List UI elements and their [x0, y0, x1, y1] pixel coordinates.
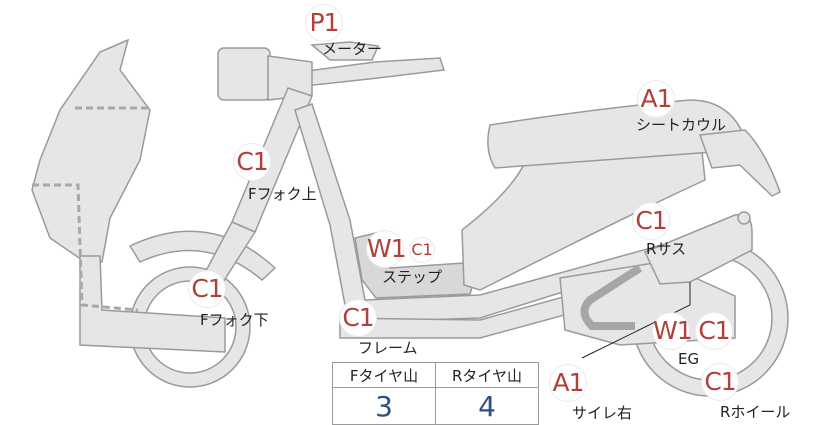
muffler-badge: A1: [550, 365, 586, 401]
r-sus-badge: C1: [633, 203, 669, 239]
front-tread-value: 3: [332, 387, 436, 425]
eg-leader-line: [581, 282, 691, 359]
rear-suspension: [643, 213, 753, 285]
headlight: [217, 47, 271, 101]
f-fork-upper-label: Fフォク上: [248, 185, 317, 203]
r-sus-label: Rサス: [646, 240, 687, 258]
front-cowl: [31, 38, 151, 265]
seat-cowl-badge: A1: [638, 81, 674, 117]
seat: [487, 99, 746, 169]
handlebar: [298, 57, 446, 87]
eg-label: EG: [678, 350, 700, 368]
meter-badge: P1: [306, 5, 342, 41]
muffler-label: サイレ右: [572, 404, 633, 422]
frame-label: フレーム: [358, 339, 418, 357]
f-fork-lower-label: Fフォク下: [200, 311, 269, 329]
step-c-badge: C1: [410, 238, 434, 262]
front-tread-header: Fタイヤ山: [332, 362, 436, 388]
seat-cowl: [698, 129, 781, 197]
f-fork-lower-badge: C1: [189, 271, 225, 307]
rear-tread-header: Rタイヤ山: [435, 362, 539, 388]
step-w-badge: W1: [367, 231, 407, 267]
rear-tread-value: 4: [435, 387, 539, 425]
f-fork-upper-badge: C1: [234, 144, 270, 180]
eg-w-badge: W1: [653, 313, 693, 349]
seat-cowl-label: シートカウル: [636, 116, 727, 134]
meter-housing: [310, 41, 380, 61]
r-wheel-label: Rホイール: [720, 403, 791, 421]
meter-label: メーター: [322, 40, 383, 58]
step-label: ステップ: [382, 268, 443, 286]
frame-badge: C1: [340, 300, 376, 336]
tire-tread-table: Fタイヤ山 Rタイヤ山 3 4: [332, 362, 539, 425]
rear-body: [461, 131, 706, 291]
r-wheel-badge: C1: [702, 364, 738, 400]
front-cowl-lower: [79, 255, 226, 353]
eg-c-badge: C1: [696, 313, 732, 349]
muffler-pipe: [580, 264, 643, 330]
